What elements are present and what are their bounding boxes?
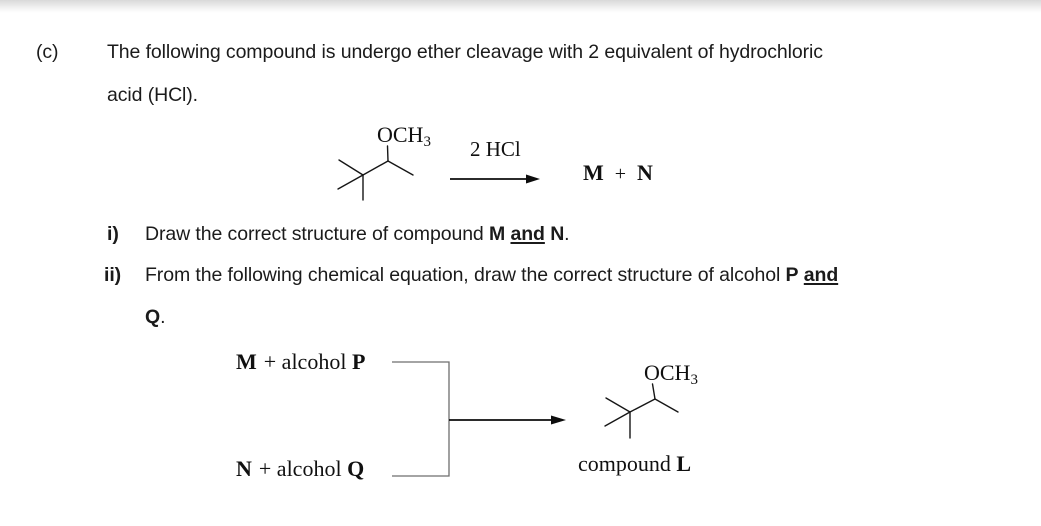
- bond-c-c: [362, 160, 389, 176]
- compound-m-label: M: [236, 349, 257, 374]
- period: .: [564, 223, 570, 245]
- and-underlined: and: [803, 264, 839, 286]
- plus-sign: +: [614, 163, 627, 185]
- period: .: [160, 306, 166, 328]
- reactant-line-n-alcohol-q: N+ alcohol Q: [236, 457, 364, 481]
- page-top-edge: [0, 0, 1041, 13]
- reactant-methoxy-label: OCH3: [377, 122, 431, 150]
- product-molecule-L-skeleton: [604, 383, 679, 439]
- item-i-text: Draw the correct structure of compound M…: [145, 222, 570, 246]
- product-caption: compound L: [578, 452, 691, 476]
- item-ii-q-line: Q.: [145, 305, 166, 329]
- combination-bracket: [392, 361, 450, 477]
- item-i-body: Draw the correct structure of compound: [145, 223, 489, 245]
- reaction-arrow-1: [450, 174, 540, 184]
- reactant-line-m-alcohol-p: M+ alcohol P: [236, 350, 365, 374]
- compound-n-label: N: [236, 456, 252, 481]
- products-m-plus-n: M + N: [583, 160, 653, 186]
- bond-c-methyl-right: [387, 160, 414, 176]
- plus-alcohol-text: + alcohol: [263, 349, 347, 374]
- item-ii-body: From the following chemical equation, dr…: [145, 264, 786, 286]
- bond-c-o: [386, 145, 389, 162]
- section-label: (c): [36, 41, 59, 63]
- item-i-marker: i): [107, 223, 119, 245]
- reagent-label: 2 HCl: [470, 137, 521, 161]
- compound-n-ref: N: [550, 223, 565, 245]
- alcohol-p-label: P: [351, 349, 366, 374]
- alcohol-p-ref: P: [785, 264, 799, 286]
- intro-line-1: The following compound is undergo ether …: [107, 41, 823, 63]
- compound-m-ref: M: [489, 223, 506, 245]
- compound-word: compound: [578, 451, 677, 476]
- item-ii-marker: ii): [104, 264, 122, 286]
- item-ii-text: From the following chemical equation, dr…: [145, 263, 838, 287]
- alcohol-q-ref: Q: [145, 306, 161, 328]
- bond-c-c: [629, 398, 656, 413]
- bond-c-methyl-right: [654, 398, 679, 413]
- compound-l-label: L: [676, 451, 692, 476]
- bond-c-methyl-upleft: [338, 159, 364, 176]
- alcohol-q-label: Q: [347, 456, 365, 481]
- and-underlined: and: [510, 223, 545, 245]
- plus-alcohol-text: + alcohol: [258, 456, 342, 481]
- bond-c-o: [651, 383, 656, 400]
- product-n-label: N: [637, 160, 653, 185]
- bond-c-methyl-upleft: [605, 397, 631, 413]
- product-m-label: M: [583, 160, 604, 185]
- product-methoxy-label: OCH3: [644, 360, 698, 388]
- reaction-arrow-2: [449, 415, 566, 425]
- bond-c-methyl-downleft: [337, 174, 364, 190]
- reactant-molecule-skeleton: [337, 145, 414, 201]
- bond-c-methyl-downleft: [604, 411, 631, 427]
- intro-line-2: acid (HCl).: [107, 84, 198, 106]
